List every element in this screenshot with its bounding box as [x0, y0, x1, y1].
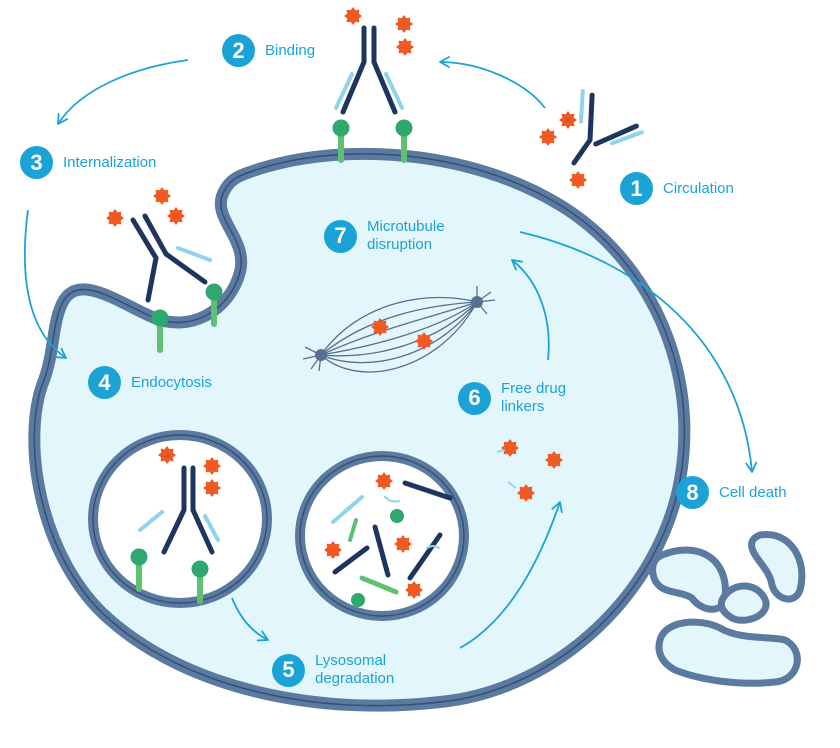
arrow-2-to-3 [57, 59, 189, 125]
step-1-badge: 1 [620, 172, 653, 205]
arrow-1-to-2 [439, 56, 546, 109]
lysosome [295, 451, 469, 621]
step-2-label: Binding [265, 41, 316, 59]
step-3-label: Internalization [63, 153, 157, 171]
step-7-badge: 7 [324, 219, 357, 253]
arrow-4-to-5 [231, 597, 269, 642]
step-5-badge: 5 [272, 653, 305, 687]
step-5-label: Lysosomal degradation [315, 652, 395, 687]
step-4-label: Endocytosis [131, 373, 212, 391]
step-3-badge: 3 [20, 146, 53, 179]
step-6-free-drug-linkers: 6 Free drug linkers [458, 380, 581, 416]
step-3-internalization: 3 Internalization [20, 146, 156, 179]
step-6-badge: 6 [458, 381, 491, 415]
step-7-label: Microtubule disruption [367, 218, 445, 253]
step-8-badge: 8 [676, 476, 709, 509]
internalizing-adc [130, 213, 212, 303]
step-4-endocytosis: 4 Endocytosis [88, 366, 212, 399]
step-7-microtubule-disruption: 7 Microtubule disruption [324, 218, 467, 254]
step-1-label: Circulation [663, 179, 734, 197]
arrow-7-to-8 [519, 231, 758, 473]
step-4-badge: 4 [88, 366, 121, 399]
step-8-label: Cell death [719, 483, 787, 501]
cell-death-fragments [649, 531, 806, 687]
step-2-binding: 2 Binding [222, 34, 315, 67]
step-1-circulation: 1 Circulation [620, 172, 734, 205]
step-6-label: Free drug linkers [501, 380, 567, 415]
arrow-6-to-7 [511, 259, 550, 361]
lysosome-fragments [331, 480, 453, 595]
endosome-adc [138, 465, 220, 555]
arrow-3-to-4 [23, 209, 67, 359]
step-8-cell-death: 8 Cell death [676, 476, 787, 509]
arrow-5-to-6 [459, 501, 563, 649]
step-5-lysosomal-degradation: 5 Lysosomal degradation [272, 652, 425, 688]
circulating-adc [571, 89, 644, 166]
bound-adc [334, 25, 404, 115]
step-2-badge: 2 [222, 34, 255, 67]
microtubule-spindle [302, 286, 496, 373]
